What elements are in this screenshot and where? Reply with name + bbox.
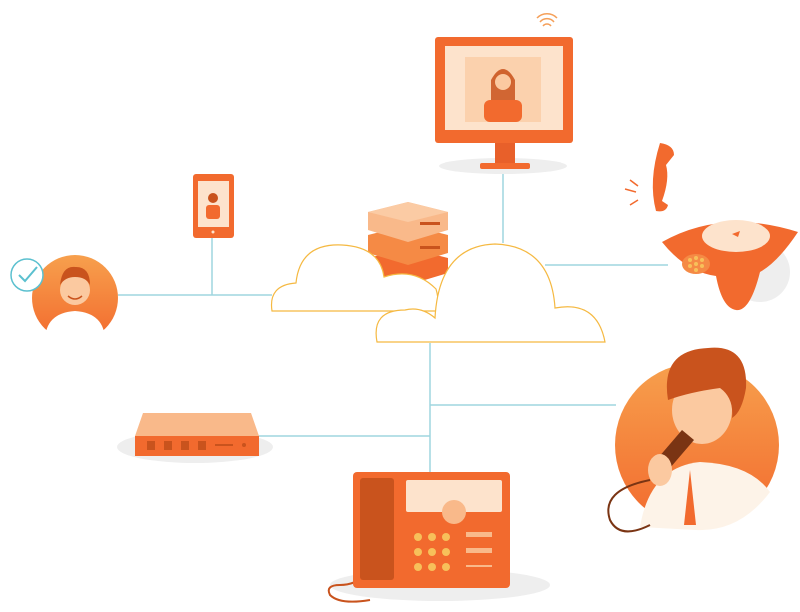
connector-lines [118, 170, 668, 472]
monitor-icon [435, 37, 573, 174]
desk-phone-icon [327, 472, 550, 603]
cloud-icon [270, 243, 606, 343]
check-icon [10, 258, 44, 292]
caller-avatar-icon [607, 347, 779, 533]
avatar-icon [32, 255, 118, 341]
wifi-icon [536, 13, 558, 27]
conference-phone-icon [662, 220, 798, 311]
handset-icon [624, 143, 674, 212]
tablet-icon [193, 174, 234, 238]
router-icon [117, 413, 273, 463]
